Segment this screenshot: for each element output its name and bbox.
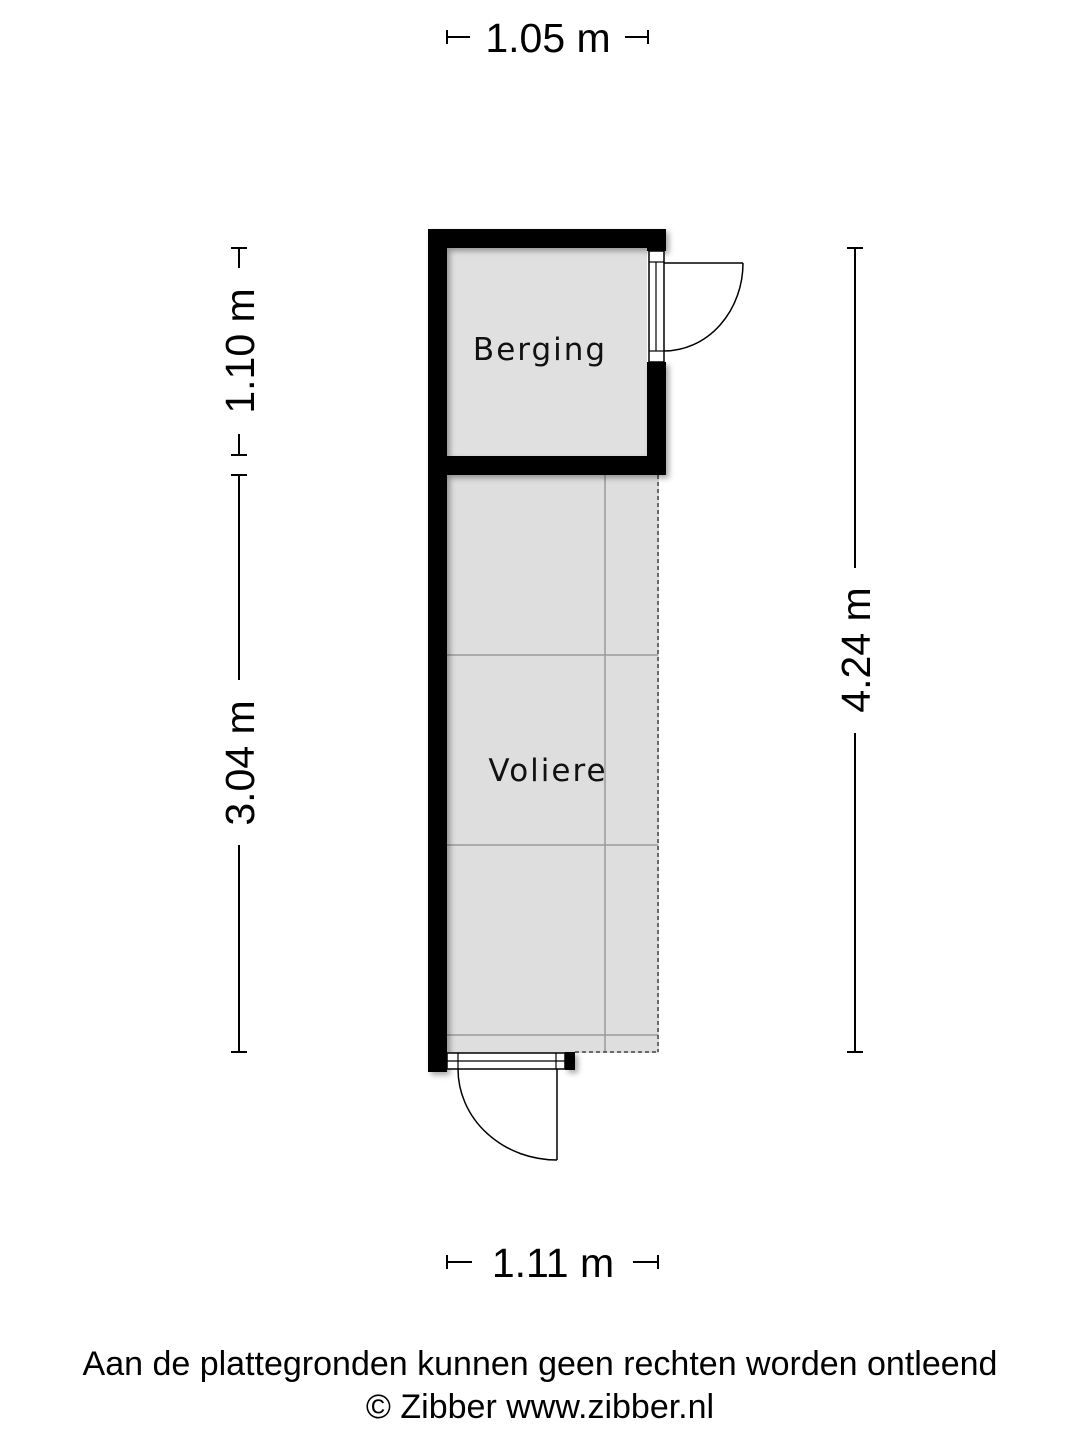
berging-door bbox=[648, 250, 744, 363]
dimension-left-lower-label: 3.04 m bbox=[217, 700, 263, 825]
voliere-door-swing bbox=[457, 1068, 558, 1161]
dimension-right-total: 4.24 m bbox=[833, 247, 879, 1053]
footer-disclaimer: Aan de plattegronden kunnen geen rechten… bbox=[82, 1345, 998, 1383]
wall-left bbox=[428, 229, 447, 1072]
footer-copyright: © Zibber www.zibber.nl bbox=[365, 1388, 715, 1426]
wall-top bbox=[428, 229, 666, 248]
dimension-left-lower: 3.04 m bbox=[217, 474, 263, 1053]
dimension-left-upper-label: 1.10 m bbox=[217, 288, 263, 413]
voliere-door bbox=[446, 1052, 566, 1161]
dimension-bottom-width-label: 1.11 m bbox=[492, 1240, 614, 1286]
voliere-floor bbox=[446, 475, 659, 1053]
wall-bottom-stub bbox=[565, 1052, 575, 1070]
voliere-open-edge bbox=[575, 475, 659, 1053]
room-label-voliere: Voliere bbox=[488, 753, 607, 789]
dimension-bottom-width: 1.11 m bbox=[446, 1240, 659, 1286]
wall-middle bbox=[428, 456, 666, 475]
dimension-top-width: 1.05 m bbox=[446, 15, 649, 61]
voliere-tile-grid bbox=[446, 475, 658, 1052]
wall-berging-right-lower bbox=[647, 362, 666, 475]
berging-floor bbox=[446, 247, 647, 459]
room-label-berging: Berging bbox=[473, 332, 607, 368]
dimension-right-total-label: 4.24 m bbox=[833, 587, 879, 712]
dimension-left-upper: 1.10 m bbox=[217, 247, 263, 456]
walls bbox=[428, 229, 666, 1072]
dimension-top-width-label: 1.05 m bbox=[485, 15, 610, 61]
berging-door-swing bbox=[663, 262, 744, 352]
wall-berging-right-upper bbox=[647, 229, 666, 251]
